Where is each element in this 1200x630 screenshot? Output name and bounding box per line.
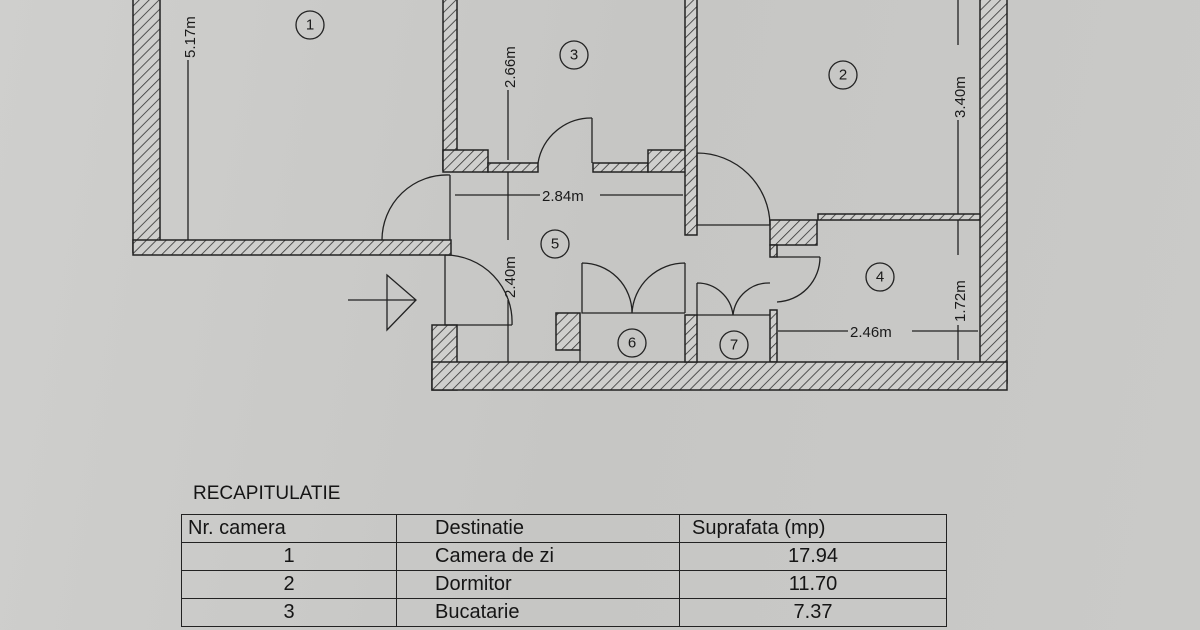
- cell-room-number: 2: [181, 570, 397, 599]
- table-header-row: Nr. camera Destinatie Suprafata (mp): [181, 514, 947, 543]
- dim-room4-width: 2.46m: [850, 324, 892, 341]
- room-number-1: 1: [306, 17, 314, 34]
- cell-destination: Camera de zi: [396, 542, 680, 571]
- room-number-5: 5: [551, 236, 559, 253]
- cell-area: 17.94: [679, 542, 947, 571]
- dim-room2-height: 3.40m: [952, 76, 969, 118]
- table-row: 3 Bucatarie 7.37: [181, 598, 947, 627]
- cell-destination: Bucatarie: [396, 598, 680, 627]
- room-number-3: 3: [570, 47, 578, 64]
- dimension-lines: [187, 0, 978, 362]
- room-markers: 1 2 3 4 5 6 7: [295, 10, 895, 360]
- dim-room1-height: 5.17m: [182, 16, 199, 58]
- doors: [381, 117, 821, 362]
- summary-table: Nr. camera Destinatie Suprafata (mp) 1 C…: [181, 514, 947, 627]
- cell-room-number: 3: [181, 598, 397, 627]
- header-destination: Destinatie: [396, 514, 680, 543]
- cell-destination: Dormitor: [396, 570, 680, 599]
- cell-area: 11.70: [679, 570, 947, 599]
- table-row: 1 Camera de zi 17.94: [181, 542, 947, 571]
- header-area: Suprafata (mp): [679, 514, 947, 543]
- entry-arrow-icon: [348, 273, 417, 332]
- cell-room-number: 1: [181, 542, 397, 571]
- room-number-6: 6: [628, 335, 636, 352]
- dim-room4-height: 1.72m: [952, 280, 969, 322]
- walls: [132, 0, 1008, 391]
- header-room-number: Nr. camera: [181, 514, 397, 543]
- cell-area: 7.37: [679, 598, 947, 627]
- room-number-2: 2: [839, 67, 847, 84]
- table-row: 2 Dormitor 11.70: [181, 570, 947, 599]
- dim-hall-width: 2.84m: [542, 188, 584, 205]
- summary-title: RECAPITULATIE: [193, 483, 341, 504]
- dim-hall-height: 2.40m: [502, 256, 519, 298]
- dim-room3-height: 2.66m: [502, 46, 519, 88]
- room-number-4: 4: [876, 269, 884, 286]
- room-number-7: 7: [730, 337, 738, 354]
